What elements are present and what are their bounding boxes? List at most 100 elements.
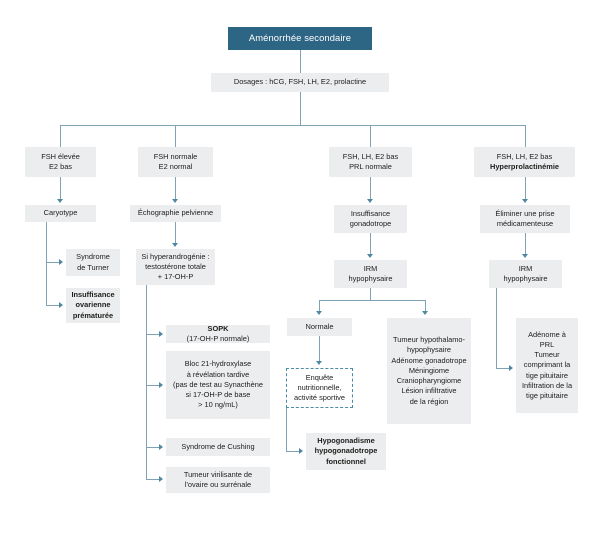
node-sopk-text: SOPK (17-OH-P normale) (170, 324, 266, 344)
connector-distribution-bar (60, 125, 525, 126)
node-eliminer-text: Éliminer une prise médicamenteuse (484, 209, 566, 229)
connector-b3-normale-to-enquete (319, 336, 320, 362)
node-adenome-line6: tige pituitaire (526, 391, 568, 401)
node-tumeur-hypothalamo-line4: Méningiome (408, 365, 450, 375)
node-root-label: Aménorrhée secondaire (248, 32, 352, 44)
connector-b2-header-to-echo (175, 177, 176, 200)
arrowhead-b1-caryotype (56, 199, 63, 203)
branch-2-header-line1: FSH normale (153, 151, 198, 161)
node-enquete-line1: Enquête (305, 372, 334, 382)
node-root-amenorrhee-secondaire: Aménorrhée secondaire (228, 27, 372, 50)
node-tumeur-hypothalamo-line7: de la région (409, 396, 449, 406)
node-insuffisance-gonadotrope-line1: Insuffisance (350, 208, 391, 218)
node-hyperandrogenie-line3: + 17-OH-P (157, 272, 194, 282)
node-adenome-line2: Tumeur (534, 350, 560, 360)
node-irm-4-text: IRM hypophysaire (493, 264, 558, 284)
node-sopk-lead: SOPK (207, 323, 229, 333)
node-bloc21-line1: Bloc 21-hydroxylase (184, 359, 252, 369)
connector-b4-irm-down (496, 288, 497, 368)
node-adenome-line3: comprimant la (523, 360, 571, 370)
node-normale: Normale (287, 318, 352, 336)
connector-b2-to-sopk (146, 334, 159, 335)
arrowhead-b4-eliminer (521, 199, 528, 203)
arrowhead-b3-normale (315, 311, 322, 315)
node-eliminer-prise-medicamenteuse: Éliminer une prise médicamenteuse (480, 205, 570, 233)
node-echographie-label: Échographie pelvienne (137, 208, 214, 218)
node-tumeur-hypothalamo-hypophysaire: Tumeur hypothalamo- hypophysaire Adénome… (387, 318, 471, 424)
node-hyperandrogenie-line2: testostérone totale (145, 261, 206, 271)
arrowhead-b2-echo (171, 199, 178, 203)
connector-b3-enquete-down (286, 408, 287, 451)
node-tumeur-virilisante-text: Tumeur virilisante de l'ovaire ou surrén… (170, 470, 266, 490)
connector-b1-to-turner (46, 262, 59, 263)
branch-3-header-text: FSH, LH, E2 bas PRL normale (333, 152, 408, 172)
node-tumeur-hypothalamo-line3: Adénome gonadotrope (391, 355, 467, 365)
arrowhead-b3-tumeur-hypothalamo (421, 311, 428, 315)
arrowhead-b3-insuffisance (366, 199, 373, 203)
node-enquete-text: Enquête nutritionnelle, activité sportiv… (291, 373, 348, 404)
node-branch-2-header: FSH normale E2 normal (138, 147, 213, 177)
node-hypogonadisme-line2: hypogonadotrope (314, 446, 378, 456)
node-syndrome-de-turner: Syndrome de Turner (66, 249, 120, 276)
connector-b2-to-bloc21 (146, 385, 159, 386)
node-adenome-line1: Adénome à PRL (528, 329, 566, 349)
connector-drop-branch-3 (370, 125, 371, 147)
node-workup-dosages: Dosages : hCG, FSH, LH, E2, prolactine (211, 73, 389, 92)
connector-workup-down (299, 92, 301, 125)
node-hypogonadisme-text: Hypogonadisme hypogonadotrope fonctionne… (310, 436, 382, 467)
node-insuffisance-gonadotrope: Insuffisance gonadotrope (334, 205, 407, 233)
node-sopk-rest: (17-OH-P normale) (186, 334, 250, 343)
node-tumeur-hypothalamo-line1: Tumeur hypothalamo- (392, 335, 466, 345)
node-enquete-nutritionnelle: Enquête nutritionnelle, activité sportiv… (286, 368, 353, 408)
node-irm-3-line2: hypophysaire (348, 274, 393, 283)
node-tumeur-hypothalamo-line6: Lésion infiltrative (401, 386, 457, 396)
arrowhead-b2-tumeur-virilisante (159, 475, 163, 482)
arrowhead-b1-insuffisance-ovarienne (59, 301, 63, 308)
branch-1-header-line1: FSH élevée (41, 151, 80, 161)
node-tumeur-hypothalamo-text: Tumeur hypothalamo- hypophysaire Adénome… (391, 335, 467, 407)
node-tumeur-hypothalamo-line2: hypophysaire (407, 345, 451, 355)
connector-b3-to-hypogonadisme (286, 451, 299, 452)
node-tumeur-virilisante-line2: l'ovaire ou surrénale (184, 480, 252, 489)
connector-b3-irm-down (370, 288, 371, 300)
node-bloc21-line4: si 17-OH-P de base (185, 390, 251, 400)
connector-b2-to-tumeur-virilisante (146, 479, 159, 480)
node-adenome-line4: tige pituitaire (526, 370, 568, 380)
branch-4-header-text: FSH, LH, E2 bas Hyperprolactinémie (478, 152, 571, 172)
node-caryotype-label: Caryotype (43, 208, 78, 218)
node-turner-line1: Syndrome (76, 252, 110, 262)
arrowhead-b3-irm (366, 254, 373, 258)
arrowhead-b2-hyperandrogenie (171, 243, 178, 247)
node-caryotype: Caryotype (25, 205, 96, 222)
node-tumeur-virilisante: Tumeur virilisante de l'ovaire ou surrén… (166, 467, 270, 493)
node-insuffisance-ovarienne-text: Insuffisance ovarienne prématurée (70, 290, 116, 321)
connector-b4-eliminer-to-irm (525, 233, 526, 255)
branch-1-header-line2: E2 bas (48, 162, 72, 171)
node-irm-hypophysaire-branch-4: IRM hypophysaire (489, 260, 562, 288)
node-enquete-line3: activité sportive (294, 393, 345, 403)
arrowhead-b2-bloc21 (159, 381, 163, 388)
node-irm-hypophysaire-branch-3: IRM hypophysaire (334, 260, 407, 288)
branch-3-header-line2: PRL normale (349, 162, 392, 171)
node-insuffisance-ovarienne-line3: prématurée (72, 310, 114, 320)
branch-3-header-line1: FSH, LH, E2 bas (342, 151, 399, 161)
node-bloc21-line5: > 10 ng/mL) (198, 400, 238, 410)
node-hypogonadisme-line3: fonctionnel (326, 456, 366, 466)
node-branch-4-header: FSH, LH, E2 bas Hyperprolactinémie (474, 147, 575, 177)
node-eliminer-line1: Éliminer une prise (495, 208, 555, 218)
node-turner-text: Syndrome de Turner (70, 252, 116, 272)
node-insuffisance-ovarienne-prematuree: Insuffisance ovarienne prématurée (66, 288, 120, 323)
node-tumeur-hypothalamo-line5: Craniopharyngiome (396, 376, 462, 386)
node-branch-1-header: FSH élevée E2 bas (25, 147, 96, 177)
node-irm-4-line1: IRM (518, 263, 533, 273)
arrowhead-b3-enquete (315, 361, 322, 365)
connector-b2-spine (146, 285, 147, 479)
node-irm-4-line2: hypophysaire (503, 274, 548, 283)
node-hyperandrogenie-line1: Si hyperandrogénie : (141, 251, 210, 261)
node-insuffisance-gonadotrope-text: Insuffisance gonadotrope (338, 209, 403, 229)
node-echographie-pelvienne: Échographie pelvienne (130, 205, 221, 222)
connector-b1-to-insuffisance-ovarienne (46, 305, 59, 306)
branch-1-header-text: FSH élevée E2 bas (29, 152, 92, 172)
node-adenome-line5: Infiltration de la (521, 380, 573, 390)
